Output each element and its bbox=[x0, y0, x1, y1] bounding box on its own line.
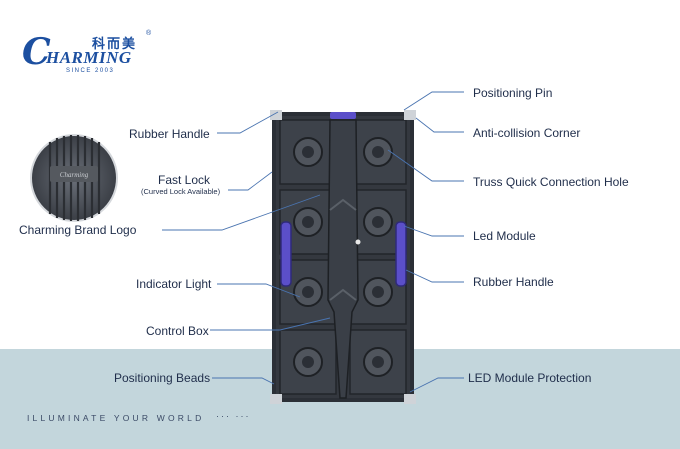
label-module-protection: LED Module Protection bbox=[468, 371, 592, 385]
label-positioning-pin: Positioning Pin bbox=[473, 86, 553, 100]
label-anti-collision-corner: Anti-collision Corner bbox=[473, 126, 581, 140]
label-indicator-light: Indicator Light bbox=[136, 277, 212, 291]
label-positioning-beads: Positioning Beads bbox=[114, 371, 211, 385]
label-rubber-handle-left: Rubber Handle bbox=[129, 127, 210, 141]
logo-chinese: 科而美 bbox=[92, 36, 138, 51]
label-fast-lock-note: (Curved Lock Available) bbox=[141, 187, 221, 196]
label-led-module: Led Module bbox=[473, 229, 536, 243]
logo-since: SINCE 2003 bbox=[66, 68, 115, 74]
logo-initial: C bbox=[22, 31, 51, 73]
logo-registered-mark: ® bbox=[146, 30, 152, 37]
footer-tagline: ILLUMINATE YOUR WORLD bbox=[27, 413, 205, 423]
logo-wordmark: HARMING bbox=[46, 48, 132, 67]
brand-logo-inset: Charming bbox=[30, 134, 118, 222]
charming-logo: C HARMING 科而美 ® SINCE 2003 bbox=[22, 30, 162, 82]
label-brand-logo: Charming Brand Logo bbox=[19, 223, 137, 237]
label-control-box: Control Box bbox=[146, 324, 209, 338]
footer-dots: ··· ··· bbox=[216, 411, 251, 421]
label-truss-hole: Truss Quick Connection Hole bbox=[473, 175, 629, 189]
inset-badge-text: Charming bbox=[60, 171, 89, 179]
label-fast-lock: Fast Lock bbox=[158, 173, 211, 187]
leader-lines bbox=[162, 91, 464, 393]
label-rubber-handle-right: Rubber Handle bbox=[473, 275, 554, 289]
led-cabinet bbox=[270, 110, 416, 404]
